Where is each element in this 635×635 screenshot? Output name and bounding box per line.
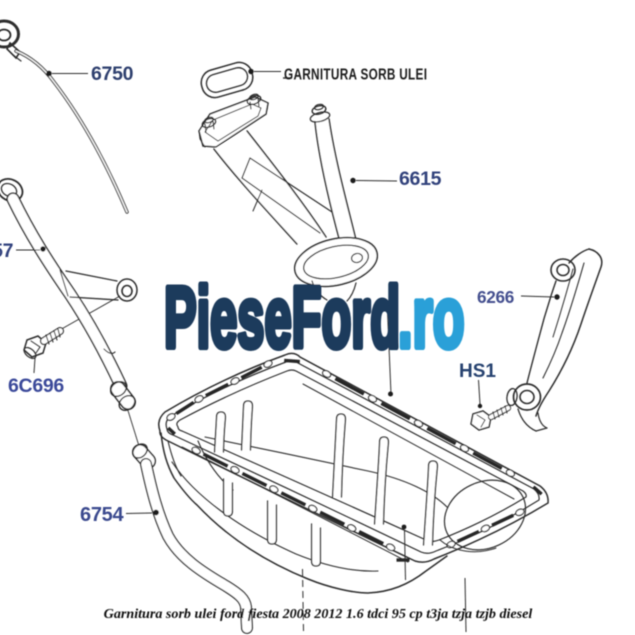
svg-text:GARNITURA SORB ULEI: GARNITURA SORB ULEI [284,66,427,83]
svg-text:6615: 6615 [399,168,442,190]
svg-text:6750: 6750 [91,63,134,85]
svg-text:Garnitura sorb ulei ford fiest: Garnitura sorb ulei ford fiesta 2008 201… [104,606,533,622]
svg-text:6C696: 6C696 [8,375,64,397]
svg-text:6754: 6754 [80,504,124,526]
svg-text:6266: 6266 [477,287,514,307]
svg-text:.ro: .ro [398,271,464,367]
svg-text:PieseFord: PieseFord [164,270,400,366]
svg-text:HS1: HS1 [459,361,496,382]
svg-text:6757: 6757 [0,240,13,262]
